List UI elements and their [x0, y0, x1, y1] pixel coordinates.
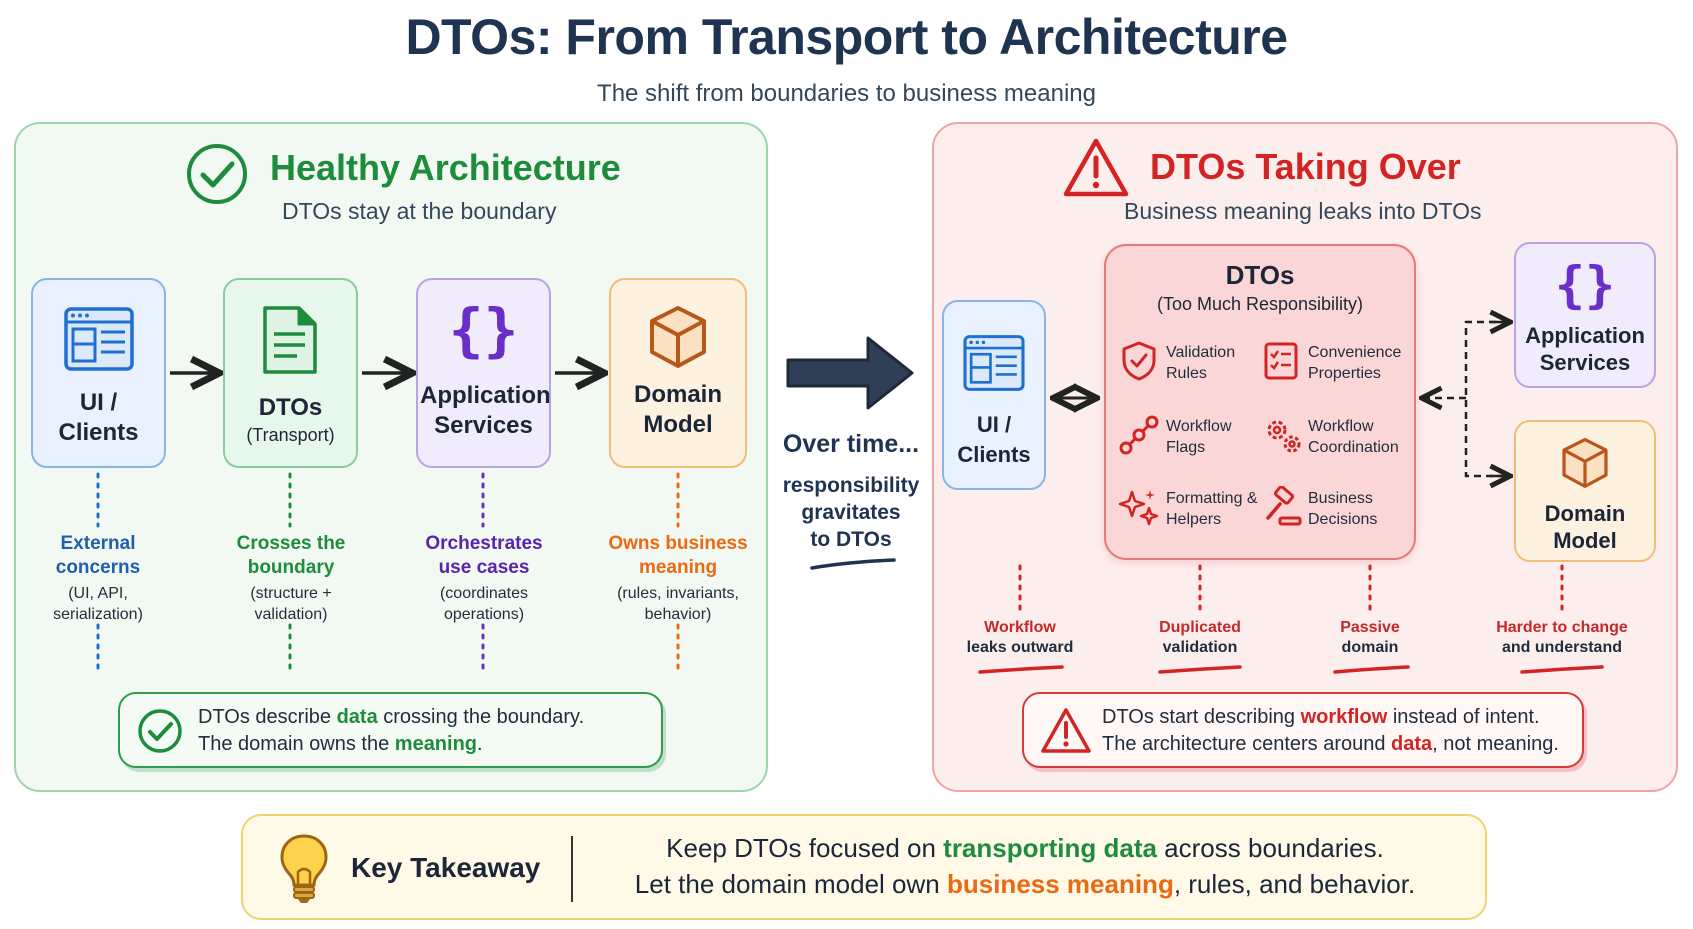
warning-triangle-icon [1041, 708, 1091, 753]
page-subtitle: The shift from boundaries to business me… [597, 80, 1096, 107]
ui-clients-box: UI / Clients [31, 278, 166, 468]
feature-workflow-flags: Workflow Flags [1166, 418, 1232, 456]
gravitates-text: responsibility gravitates to DTOs [782, 474, 920, 551]
braces-icon: {} [1554, 256, 1616, 314]
document-icon [263, 306, 317, 374]
gavel-icon [1266, 486, 1302, 526]
big-right-arrow-icon [786, 336, 914, 410]
healthy-note: DTOs describe data crossing the boundary… [118, 692, 663, 768]
browser-window-icon [64, 307, 134, 371]
warning-harder-to-change: Harder to change and understand [1496, 619, 1628, 656]
key-takeaway-title: Key Takeaway [351, 852, 541, 883]
warning-duplicated-validation: Duplicated validation [1159, 619, 1241, 656]
cube-icon [1562, 438, 1608, 488]
over-time-label: Over time... [782, 430, 920, 458]
takeover-title: DTOs Taking Over [1150, 146, 1461, 187]
feature-workflow-coordination: Workflow Coordination [1308, 418, 1399, 456]
overloaded-dtos-box: DTOs (Too Much Responsibility) [1104, 244, 1416, 560]
takeover-note: DTOs start describing workflow instead o… [1022, 692, 1584, 768]
browser-window-icon [963, 335, 1025, 391]
takeover-subtitle: Business meaning leaks into DTOs [1124, 198, 1482, 224]
dtos-transport-sub: (Transport) [246, 425, 335, 445]
cube-icon [650, 306, 706, 368]
braces-icon: {} [448, 296, 519, 364]
warning-workflow-leaks: Workflow leaks outward [966, 619, 1074, 656]
feature-convenience-properties: Convenience Properties [1308, 344, 1402, 382]
takeaway-divider [571, 836, 573, 902]
warning-triangle-icon [1063, 138, 1129, 197]
workflow-icon [1119, 415, 1159, 455]
ui-clients-label: UI / Clients [58, 389, 139, 446]
feature-validation-rules: Validation Rules [1166, 344, 1236, 382]
shield-icon [1122, 341, 1156, 381]
healthy-subtitle: DTOs stay at the boundary [282, 198, 557, 224]
overloaded-dtos-title: DTOs [1225, 260, 1295, 290]
caption-owns-meaning: Owns business meaning (rules, invariants… [608, 533, 748, 623]
domain-model-label: Domain Model [633, 381, 722, 438]
key-takeaway-box: Key Takeaway Keep DTOs focused on transp… [241, 814, 1487, 920]
underline-stroke [810, 558, 896, 570]
takeover-application-services-label: Application Services [1525, 323, 1645, 375]
caption-orchestrates: Orchestrates use cases (coordinates oper… [425, 533, 543, 623]
takeover-ui-clients-label: UI / Clients [957, 412, 1031, 467]
dtos-transport-label: DTOs [258, 394, 323, 421]
takeover-application-services-box: Application Services [1514, 242, 1656, 388]
application-services-box: Application Services [416, 278, 551, 468]
overloaded-dtos-sub: (Too Much Responsibility) [1156, 294, 1364, 314]
checklist-icon [1264, 342, 1298, 380]
takeover-domain-model-label: Domain Model [1544, 501, 1626, 553]
warning-passive-domain: Passive domain [1340, 619, 1400, 656]
application-services-label: Application Services [420, 382, 551, 439]
takeover-ui-clients-box: UI / Clients [942, 300, 1046, 490]
caption-crosses-boundary: Crosses the boundary (structure + valida… [236, 533, 346, 623]
page-title: DTOs: From Transport to Architecture [405, 9, 1288, 65]
healthy-title: Healthy Architecture [270, 147, 621, 188]
feature-formatting-helpers: Formatting & Helpers [1166, 490, 1258, 528]
caption-external-concerns: External concerns (UI, API, serializatio… [53, 533, 143, 623]
gears-icon [1267, 420, 1301, 453]
lightbulb-icon [280, 834, 328, 903]
feature-business-decisions: Business Decisions [1308, 490, 1378, 528]
sparkle-icon [1118, 490, 1159, 526]
key-takeaway-text: Keep DTOs focused on transporting data a… [634, 833, 1416, 899]
check-circle-icon [187, 144, 247, 204]
check-circle-icon [138, 709, 182, 753]
